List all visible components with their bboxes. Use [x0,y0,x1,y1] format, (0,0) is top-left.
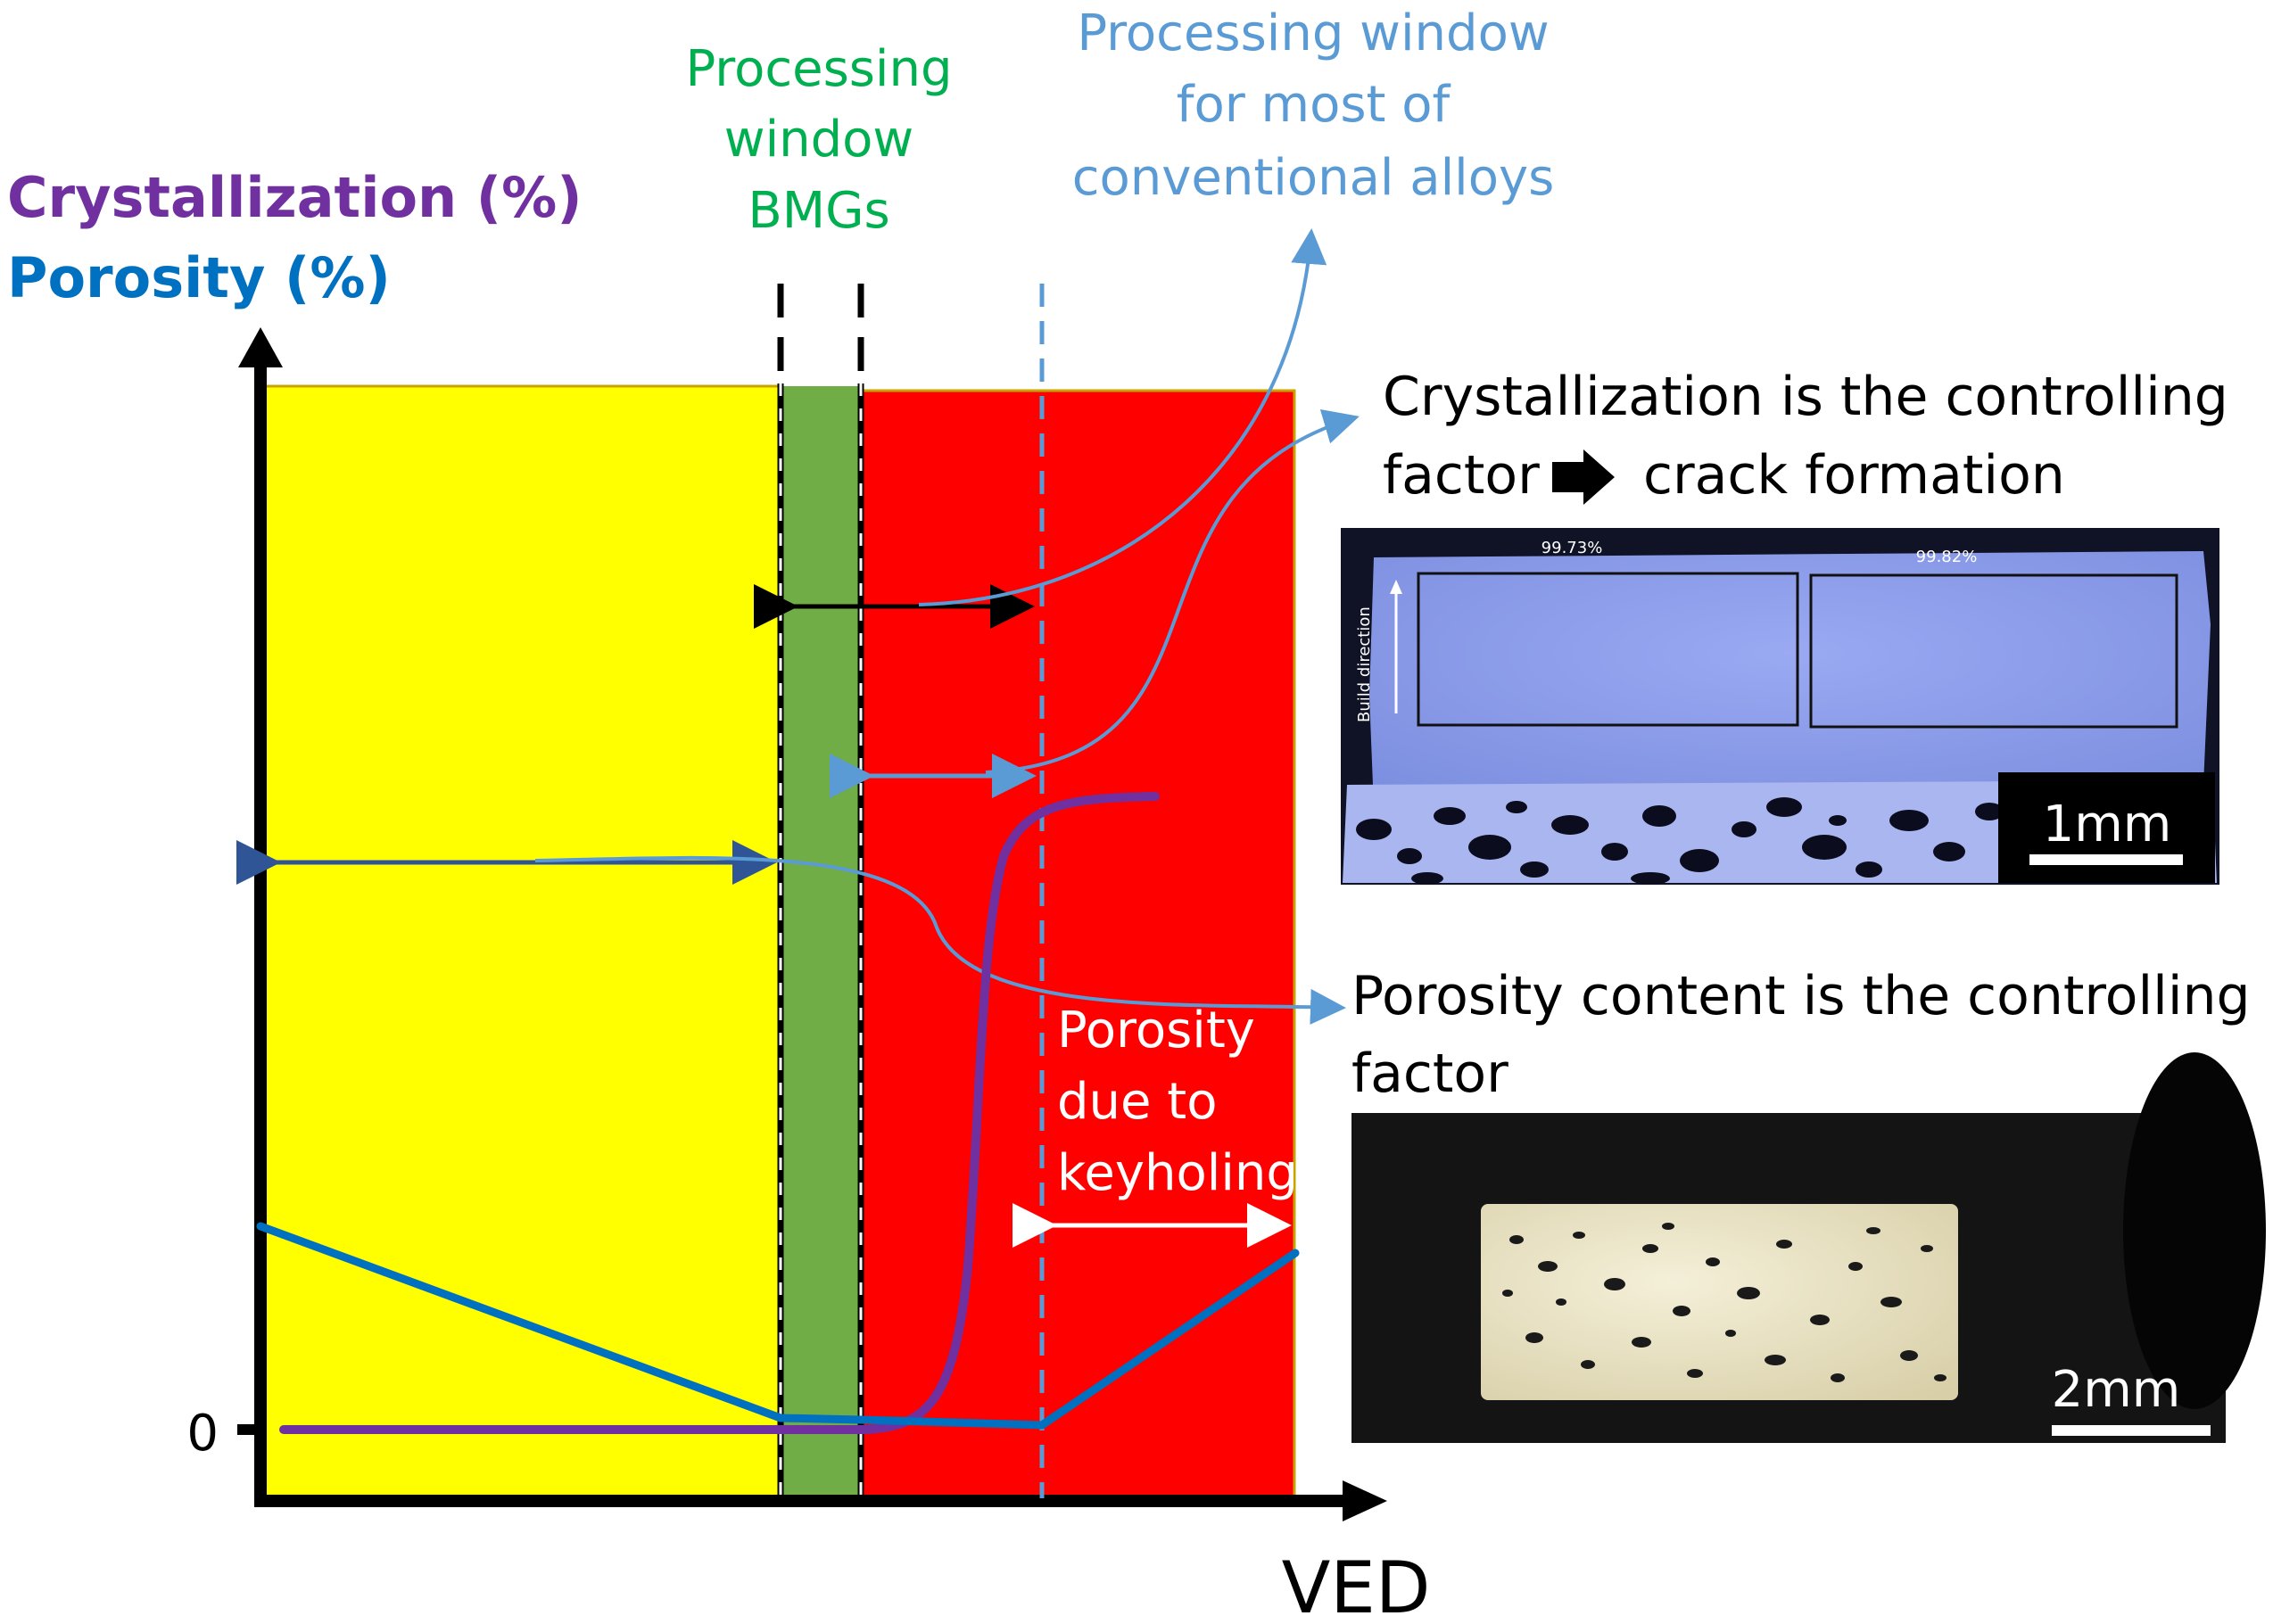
bmg-window-title: Processing window BMGs [685,40,952,240]
scale-bar-1mm [2029,854,2183,865]
curve-to-conventional-title [918,228,1327,606]
window-boundaries [777,284,1045,1498]
zero-label: 0 [186,1405,219,1463]
density-value-right: 99.82% [1916,548,1978,566]
micrograph-crack-sample [1369,551,2211,807]
density-value-left: 99.73% [1542,539,1603,557]
build-direction-label: Build direction [1355,606,1374,722]
bmg-title-line3: BMGs [748,182,889,240]
y-axis-label-crystallization: Crystallization (%) [7,165,583,230]
crystallization-note-line2b: crack formation [1643,444,2065,507]
micrograph-porosity-vignette [2123,1052,2266,1409]
thick-arrow-icon [1552,449,1615,505]
density-box-right [1809,573,2178,729]
density-box-left [1417,572,1799,727]
data-curves [256,792,1300,1434]
porosity-note-line2: factor [1351,1043,1508,1105]
crystallization-note-line1: Crystallization is the controlling [1383,366,2228,428]
crystallization-note-line2a: factor [1383,444,1540,507]
substrate-pores [1356,797,2004,885]
red-zone [859,389,1296,1500]
scale-label-2mm: 2mm [2052,1361,2181,1419]
porosity-note: Porosity content is the controlling fact… [1351,965,2251,1105]
curve-to-crystallization-note [985,408,1360,774]
range-arrows [236,584,1292,1248]
micrograph-crack: 99.73% 99.82% Build direction 1mm [1341,528,2219,885]
crystallization-curve [279,792,1160,1434]
keyhole-label: Porosity due to keyholing [1057,1002,1298,1202]
keyhole-line1: Porosity [1057,1002,1255,1059]
curve-to-porosity-note [534,855,1346,1025]
y-axis-label-porosity: Porosity (%) [7,245,391,310]
keyhole-line3: keyholing [1057,1144,1298,1202]
bmg-title-line1: Processing [685,40,952,98]
conventional-window-title: Processing window for most of convention… [1072,4,1555,207]
micrograph-porosity: 2mm [1351,1052,2266,1443]
conv-title-line1: Processing window [1077,4,1549,62]
bmg-window-zone [781,386,861,1498]
porosity-note-line1: Porosity content is the controlling [1351,965,2251,1027]
keyhole-line2: due to [1057,1073,1218,1131]
conv-title-line2: for most of [1177,76,1451,134]
bmg-title-line2: window [724,111,913,169]
connector-curves [534,228,1360,1025]
y-axis-arrowhead [238,327,283,367]
scale-label-1mm: 1mm [2043,796,2172,853]
build-direction-arrowhead [1390,580,1402,594]
x-axis-label: VED [1282,1546,1431,1624]
scale-bar-2mm [2052,1425,2211,1436]
conv-title-line3: conventional alloys [1072,149,1555,207]
yellow-zone [259,384,782,1500]
porosity-curve [256,1222,1300,1430]
x-axis-arrowhead [1343,1480,1387,1521]
sample-pores [1502,1223,1947,1382]
micrograph-porosity-sample [1481,1204,1958,1400]
zones [259,384,1296,1500]
axes: 0 VED Crystallization (%) Porosity (%) [7,165,1430,1624]
crystallization-note: Crystallization is the controlling facto… [1383,366,2228,507]
